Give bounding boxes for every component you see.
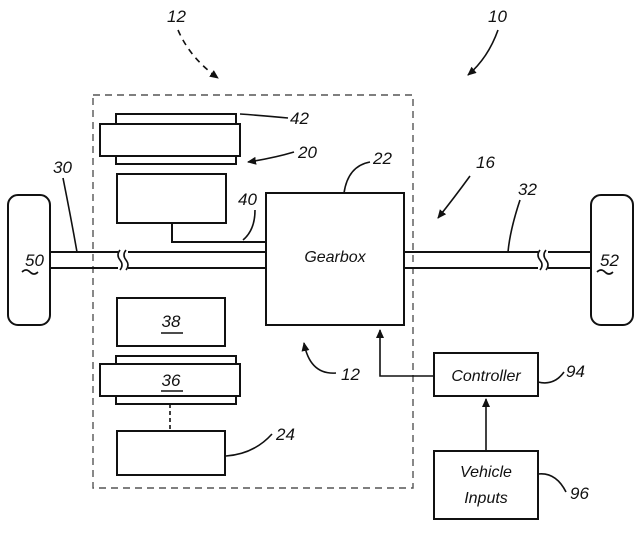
controller-label: Controller (451, 368, 521, 385)
enclosure-12 (92, 94, 414, 489)
left-wheel-50 (7, 194, 51, 326)
vehicle-inputs-label-1: Vehicle (460, 464, 512, 481)
arrow-controller-to-gearbox (376, 329, 434, 377)
connection-40 (171, 223, 266, 243)
ref-94: 94 (566, 362, 585, 381)
gearbox-block (265, 192, 405, 326)
leader-32 (507, 199, 521, 253)
gearbox-label: Gearbox (304, 249, 366, 266)
ref-96: 96 (570, 484, 589, 503)
leader-42 (239, 113, 289, 119)
ref-52: 52 (600, 251, 619, 270)
right-wheel-52 (590, 194, 634, 326)
leader-16 (437, 175, 471, 219)
component-42-front (99, 123, 241, 157)
ref-50-underline (21, 269, 39, 275)
vehicle-inputs-block (433, 450, 539, 520)
ref-40: 40 (238, 190, 257, 209)
ref-50: 50 (25, 251, 44, 270)
ref-12-bottom: 12 (341, 365, 360, 384)
leader-12-top (177, 29, 219, 79)
ref-10: 10 (488, 7, 507, 26)
leader-10 (467, 29, 499, 76)
component-20-box (116, 173, 227, 224)
controller-block (433, 352, 539, 397)
leader-94 (537, 371, 565, 384)
component-38 (116, 297, 226, 347)
ref-42: 42 (290, 109, 309, 128)
ref-36: 36 (162, 371, 181, 390)
ref-12-top: 12 (167, 7, 186, 26)
left-axle-shaft (50, 249, 266, 271)
ref-30: 30 (53, 158, 72, 177)
leader-30 (62, 177, 78, 253)
right-axle-shaft (404, 249, 591, 271)
ref-22: 22 (372, 149, 392, 168)
leader-96 (537, 473, 567, 493)
ref-24: 24 (275, 425, 295, 444)
leader-20 (247, 151, 295, 165)
ref-32: 32 (518, 180, 537, 199)
leader-12-bottom (301, 342, 337, 374)
ref-16: 16 (476, 153, 495, 172)
leader-40 (242, 209, 256, 241)
ref-52-underline (596, 269, 614, 275)
leader-24 (225, 433, 273, 457)
component-24 (116, 430, 226, 476)
leader-22 (343, 161, 371, 194)
ref-20: 20 (297, 143, 317, 162)
ref-38: 38 (162, 312, 181, 331)
vehicle-inputs-label-2: Inputs (464, 490, 508, 507)
